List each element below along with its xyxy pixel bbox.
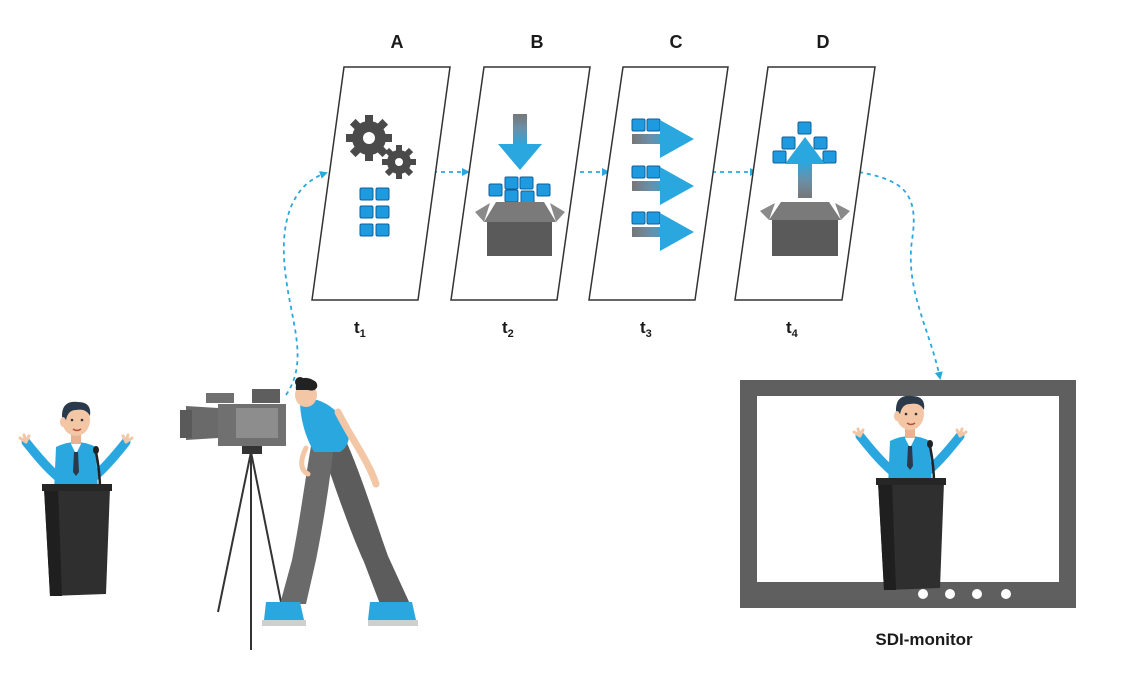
flow-camera-to-a [282,171,328,396]
monitor-button-1 [918,589,928,599]
flow-d-to-monitor [858,171,943,380]
time-label-t4: t4 [786,318,799,340]
speaker-illustration [20,402,132,596]
gears-icon [346,115,416,179]
tripod [217,451,284,650]
stage-letter-c: C [670,32,683,52]
stage-letter-d: D [817,32,830,52]
time-label-t2: t2 [502,318,514,340]
box-in-icon [475,114,565,256]
sdi-monitor [740,380,1076,608]
stage-letter-a: A [391,32,404,52]
stage-letter-b: B [531,32,544,52]
operator-person [262,377,418,626]
time-label-t1: t1 [354,318,366,340]
time-label-t3: t3 [640,318,652,340]
stream-arrows-icon [631,118,694,251]
camera-icon [180,389,286,446]
monitor-caption: SDI-monitor [875,630,973,649]
monitor-button-4 [1001,589,1011,599]
stage-panel-a [311,66,451,301]
box-out-icon [760,121,850,256]
monitor-button-2 [945,589,955,599]
monitor-button-3 [972,589,982,599]
camera-operator-illustration [180,377,418,650]
